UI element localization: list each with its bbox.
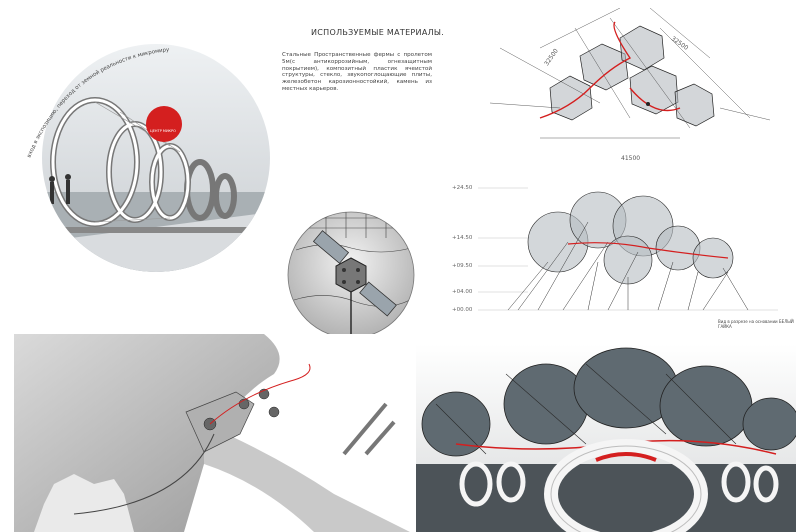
plan-view-art [489, 8, 771, 139]
svg-text:вход в экспозицию, переход от: вход в экспозицию, переход от земной реа… [26, 47, 170, 159]
exterior-render [416, 344, 796, 532]
level-5: +00.00 [452, 307, 473, 313]
materials-text: Стальные Пространственные фермы с пролет… [282, 52, 432, 92]
entrance-render-art [42, 44, 270, 272]
section-caption: Вид в разрезе на основании БЕЛЫЙ ГАЙКА [718, 319, 794, 329]
landscape-render [14, 334, 410, 532]
section-view: +24.50 +14.50 +09.50 +04.00 +00.00 Вид в… [448, 182, 794, 329]
node-detail-render [286, 210, 416, 340]
landscape-render-art [14, 334, 410, 532]
entrance-render: ЦЕНТР МИКРО [40, 42, 272, 274]
plan-dim-bottom: 41500 [621, 155, 641, 162]
section-view-art [478, 187, 778, 311]
exterior-render-art [416, 344, 796, 532]
level-4: +04.00 [452, 289, 473, 295]
level-2: +14.50 [452, 235, 473, 241]
entrance-caption: вход в экспозицию, переход от земной реа… [26, 47, 170, 159]
entrance-caption-text: вход в экспозицию, переход от земной реа… [26, 47, 170, 159]
level-3: +09.50 [452, 263, 473, 269]
sign-text: ЦЕНТР МИКРО [150, 129, 176, 133]
materials-heading: ИСПОЛЬЗУЕМЫЕ МАТЕРИАЛЫ. [311, 28, 445, 37]
plan-view: 32500 32500 41500 [480, 8, 780, 173]
level-1: +24.50 [452, 185, 473, 191]
node-detail-art [287, 211, 415, 339]
